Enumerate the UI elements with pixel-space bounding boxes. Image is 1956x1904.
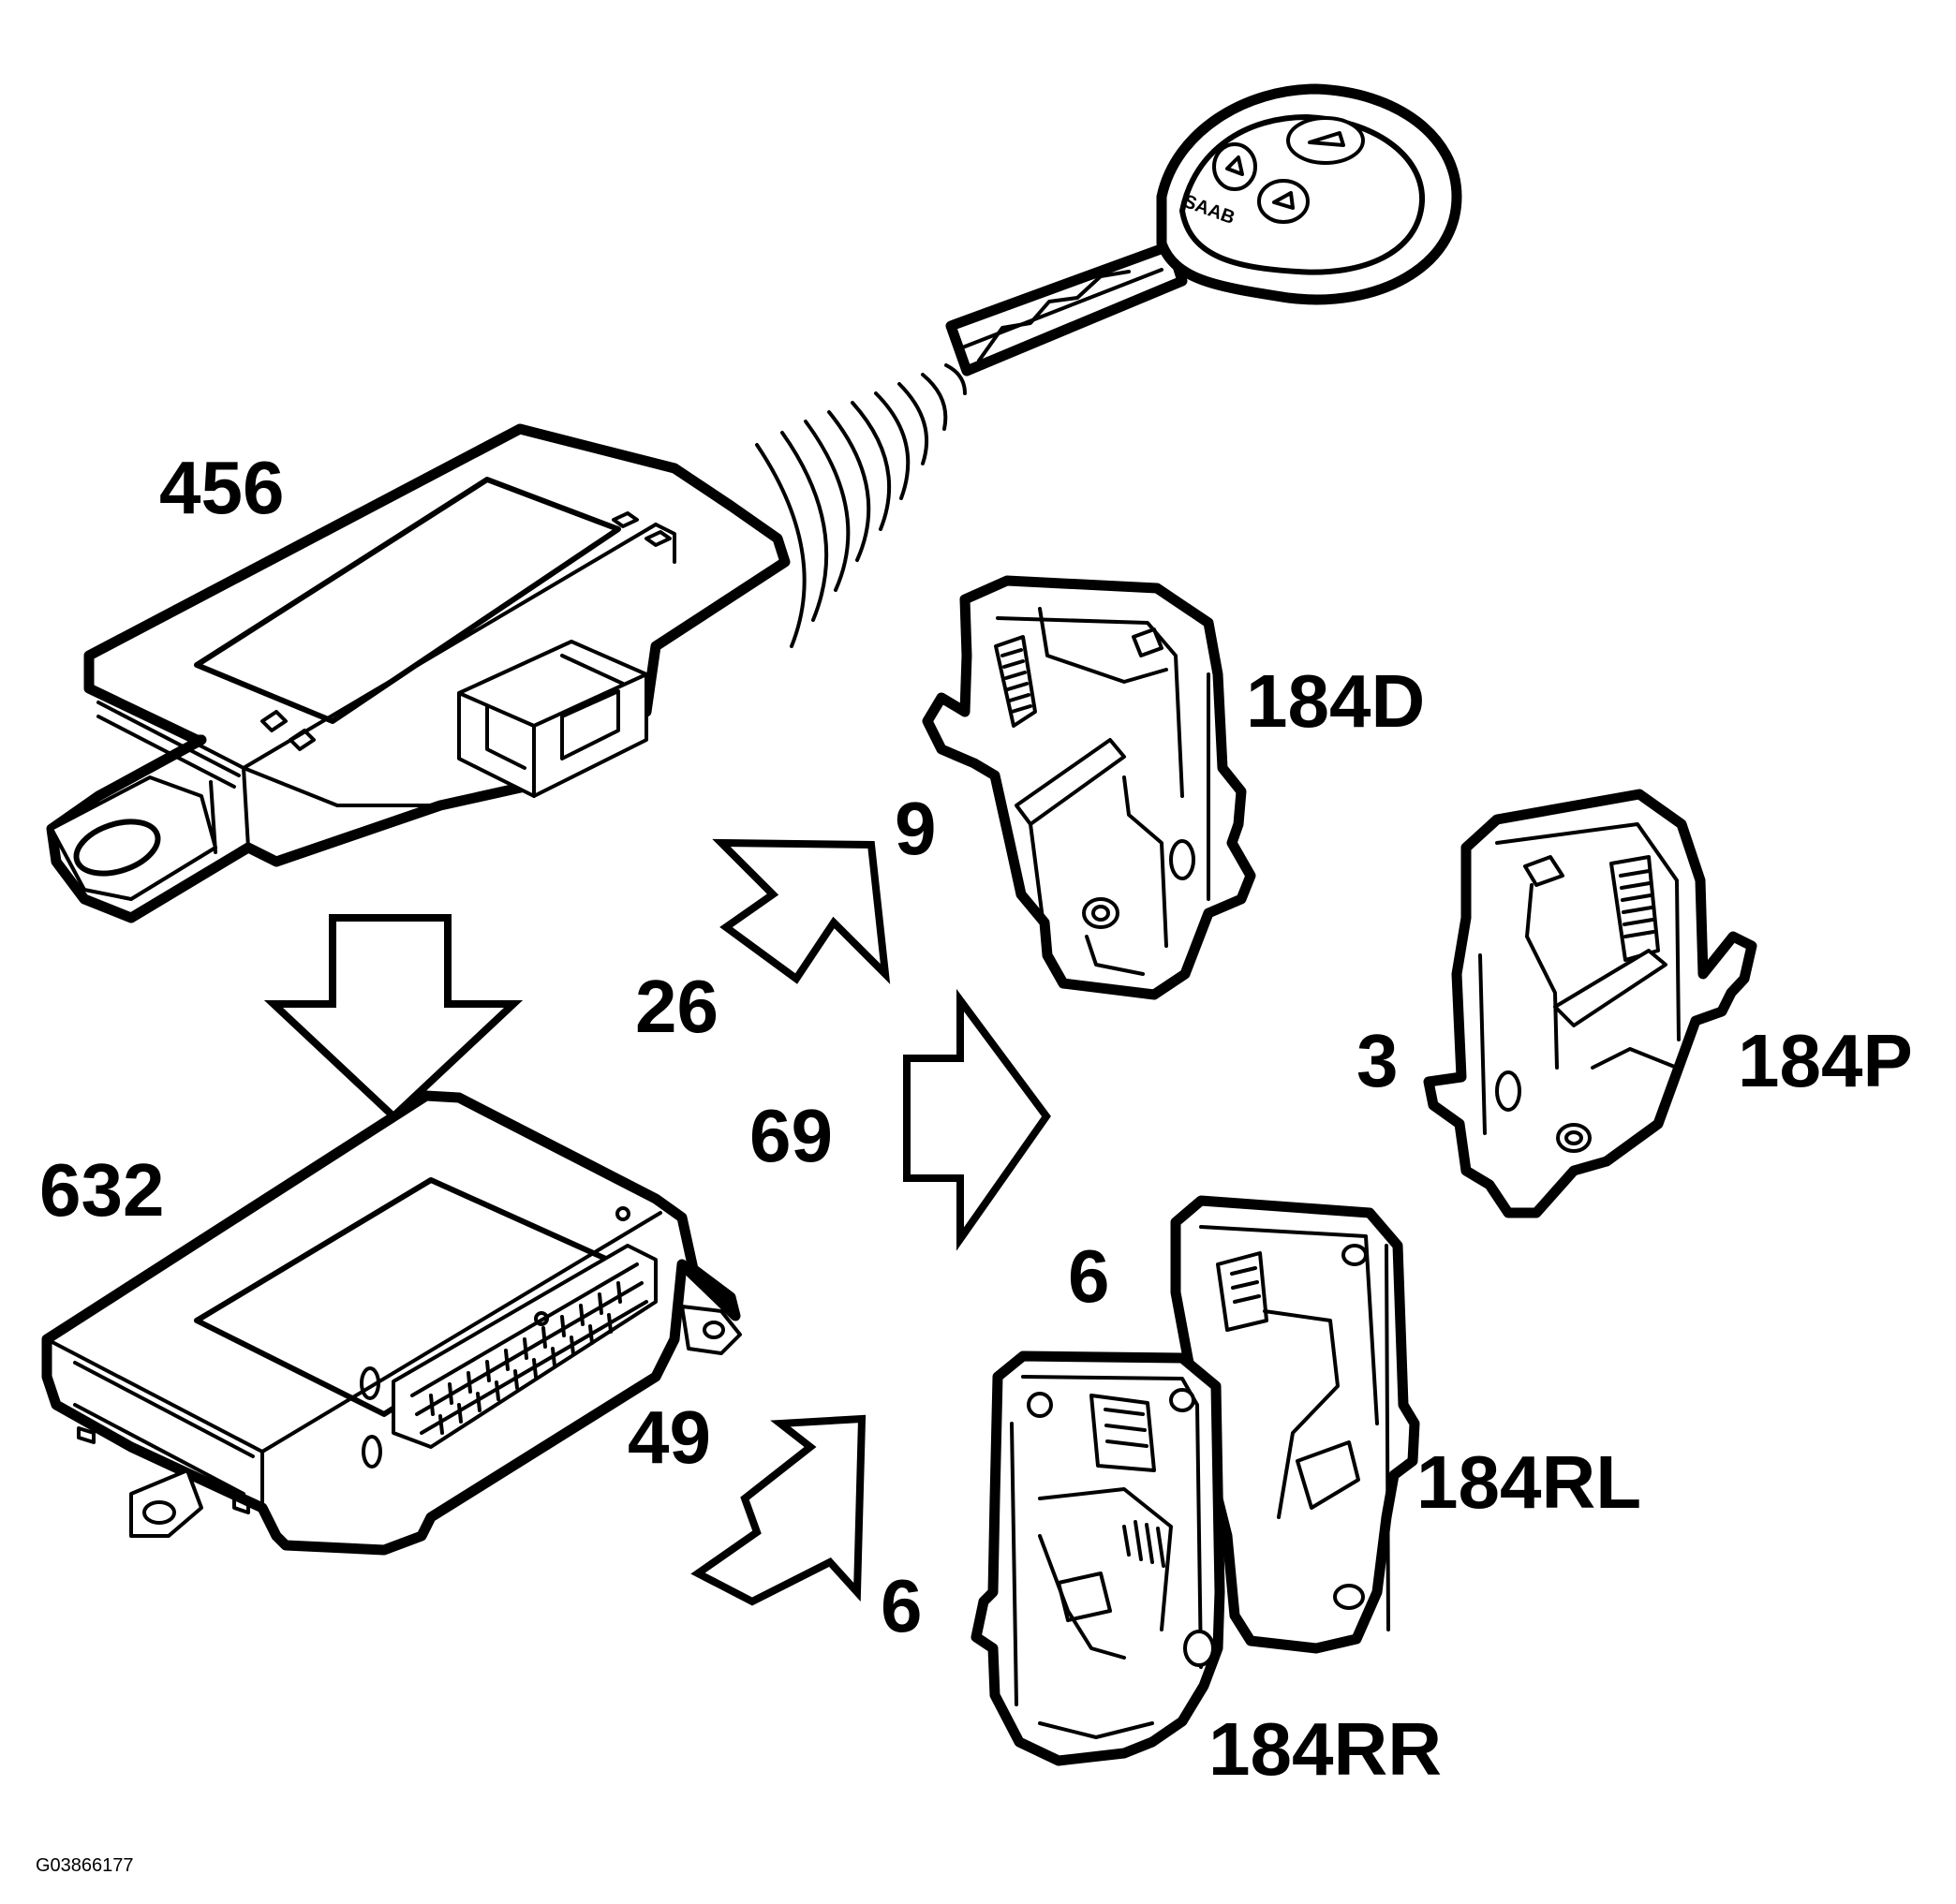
- label-456: 456: [159, 446, 284, 529]
- label-49: 49: [628, 1395, 711, 1479]
- module-456-connector: [457, 640, 648, 798]
- module-632-control-unit: [41, 1090, 742, 1556]
- label-184D: 184D: [1246, 659, 1425, 743]
- figure-code: G03866177: [36, 1855, 134, 1876]
- label-3: 3: [1356, 1019, 1399, 1102]
- label-6-upper: 6: [1068, 1234, 1110, 1318]
- module-632-connector-header: [392, 1244, 658, 1449]
- door-lock-184RR: [971, 1351, 1225, 1766]
- key-button-unlock: [1212, 142, 1257, 191]
- label-26: 26: [635, 965, 719, 1048]
- label-184RL: 184RL: [1416, 1440, 1641, 1524]
- arrow-26: [712, 838, 891, 984]
- module-456-mounting-tab: [50, 775, 217, 901]
- door-lock-184RL: [1170, 1195, 1420, 1654]
- label-184RR: 184RR: [1208, 1707, 1442, 1791]
- arrow-456-to-632: [263, 914, 524, 1122]
- label-6-lower: 6: [881, 1564, 923, 1647]
- radio-signal-waves: [755, 363, 967, 648]
- arrow-49: [690, 1414, 867, 1606]
- label-632: 632: [39, 1148, 164, 1232]
- door-lock-184D: [922, 575, 1256, 1000]
- module-632-mounting-tabs: [129, 1305, 742, 1538]
- door-lock-184P: [1423, 789, 1757, 1218]
- key-button-trunk: [1286, 116, 1365, 165]
- remote-key-fob: SAAB: [945, 83, 1462, 376]
- key-button-lock: [1257, 179, 1310, 224]
- arrow-69: [903, 988, 1051, 1251]
- label-184P: 184P: [1738, 1019, 1913, 1102]
- label-9: 9: [895, 787, 937, 870]
- module-456-receiver: [46, 423, 791, 923]
- label-69: 69: [749, 1094, 833, 1177]
